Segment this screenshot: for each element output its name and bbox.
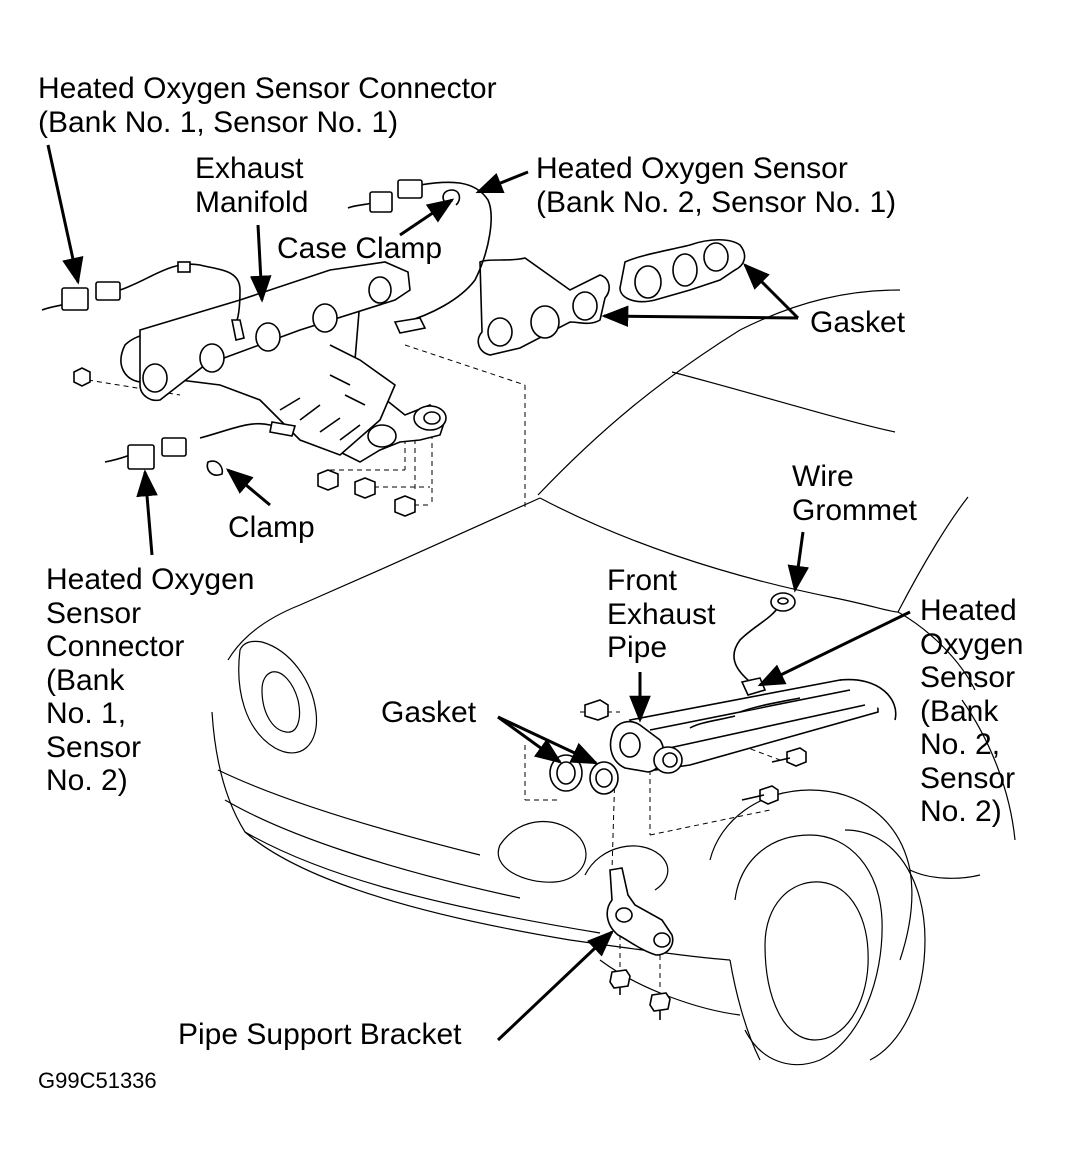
label-pipe-support-bracket: Pipe Support Bracket bbox=[178, 1018, 462, 1051]
label-hos-connector-bank1-sensor2: Heated Oxygen Sensor Connector (Bank No.… bbox=[46, 563, 255, 797]
label-gasket-top: Gasket bbox=[810, 306, 906, 339]
front-exhaust-pipe bbox=[609, 678, 897, 774]
label-hos-bank2-sensor2: Heated Oxygen Sensor (Bank No. 2, Sensor… bbox=[920, 594, 1024, 828]
label-exhaust-manifold: Exhaust Manifold bbox=[195, 152, 309, 219]
label-clamp: Clamp bbox=[228, 511, 315, 544]
label-front-exhaust-pipe: Front Exhaust Pipe bbox=[607, 564, 716, 664]
pipe-gaskets bbox=[549, 754, 619, 795]
label-wire-grommet: Wire Grommet bbox=[792, 460, 918, 527]
label-gasket-bottom: Gasket bbox=[381, 696, 477, 729]
pipe-support-bracket-part bbox=[606, 867, 674, 956]
figure-code: G99C51336 bbox=[38, 1068, 157, 1093]
bolts bbox=[584, 699, 807, 1020]
label-hos-connector-bank1-sensor1: Heated Oxygen Sensor Connector (Bank No.… bbox=[38, 72, 497, 139]
manifold-gaskets bbox=[477, 238, 746, 356]
leader-arrows bbox=[46, 144, 911, 1042]
label-case-clamp: Case Clamp bbox=[277, 232, 443, 265]
label-hos-bank2-sensor1: Heated Oxygen Sensor (Bank No. 2, Sensor… bbox=[536, 152, 897, 219]
car-body-outline bbox=[211, 289, 1016, 1066]
